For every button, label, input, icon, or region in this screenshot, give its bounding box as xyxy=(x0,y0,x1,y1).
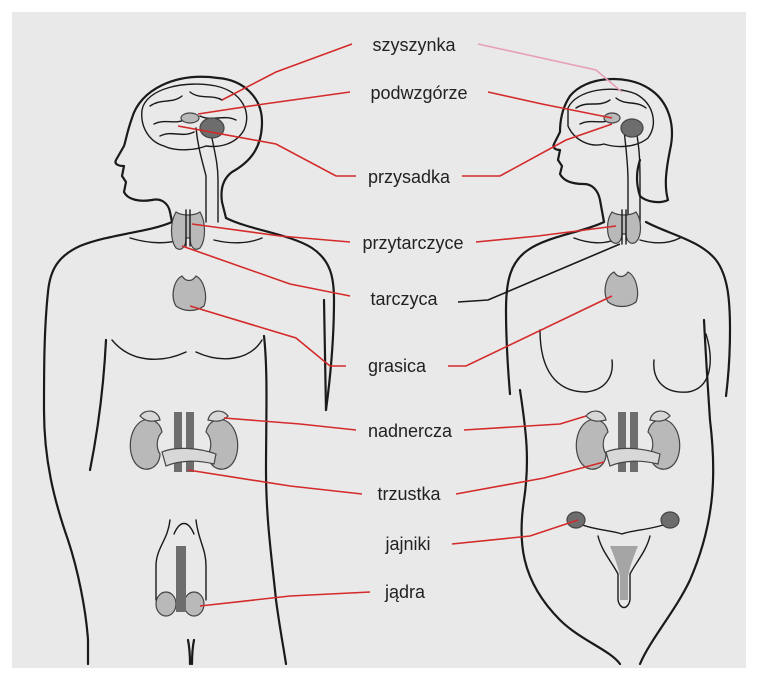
panel-background xyxy=(12,12,746,668)
female-ovary-right xyxy=(661,512,679,528)
label-przysadka: przysadka xyxy=(368,167,451,187)
male-cerebellum xyxy=(200,118,224,138)
male-testis-right xyxy=(184,592,204,616)
label-jajniki: jajniki xyxy=(384,534,430,554)
male-hypothalamus-organ xyxy=(181,113,199,123)
male-kidney-left xyxy=(130,420,162,470)
female-thymus-organ xyxy=(605,272,637,307)
male-testis-left xyxy=(156,592,176,616)
label-szyszynka: szyszynka xyxy=(372,35,456,55)
label-jadra: jądra xyxy=(384,582,426,602)
female-cerebellum xyxy=(621,119,643,137)
male-thymus-organ xyxy=(173,276,205,311)
male-urethra xyxy=(176,546,186,612)
label-grasica: grasica xyxy=(368,356,427,376)
label-nadnercza: nadnercza xyxy=(368,421,453,441)
label-przytarczyce: przytarczyce xyxy=(362,233,463,253)
label-trzustka: trzustka xyxy=(377,484,441,504)
label-tarczyca: tarczyca xyxy=(370,289,438,309)
female-vena-cava xyxy=(630,412,638,472)
male-vena-cava xyxy=(186,412,194,472)
label-podwzgorze: podwzgórze xyxy=(370,83,467,103)
